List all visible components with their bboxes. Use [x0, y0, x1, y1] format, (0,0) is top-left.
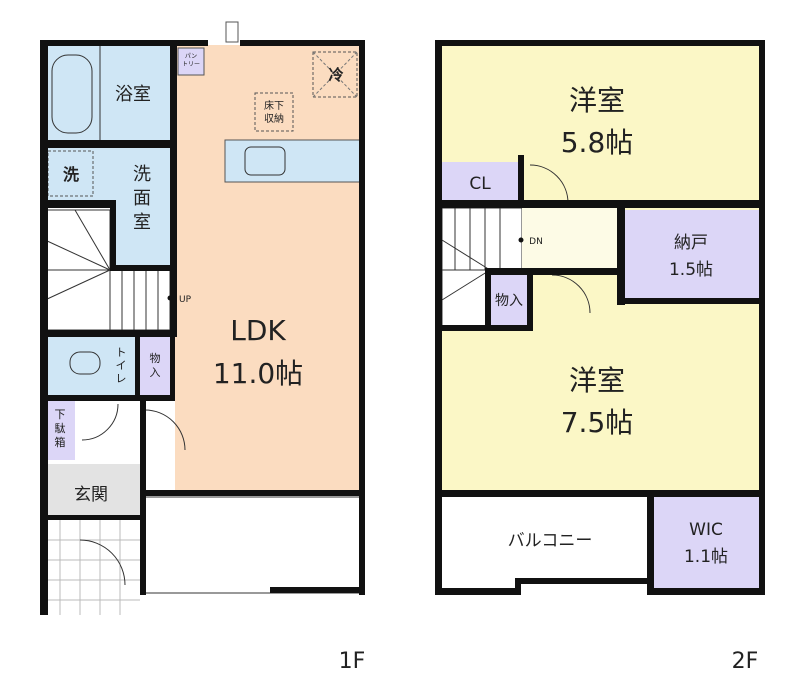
label-bath: 浴室 [115, 84, 151, 105]
underfloor-storage [254, 92, 294, 132]
walls-2f [435, 40, 765, 595]
label-shoe-cabinet-2: 駄 [55, 421, 66, 435]
floor-label-1f: 1F [339, 649, 366, 674]
label-ldk-size: 11.0帖 [213, 357, 303, 390]
label-toilet-3: レ [116, 372, 127, 385]
label-washroom: 洗 [133, 164, 151, 185]
closet [442, 162, 518, 200]
door-swing [529, 164, 569, 204]
bathtub-icon [51, 54, 93, 134]
label-shoe-cabinet: 下 [55, 408, 66, 421]
label-storage-1f-2: 入 [150, 366, 161, 379]
label-entrance: 玄関 [74, 485, 108, 505]
storage-1f [140, 337, 170, 395]
label-storeroom: 納戸 [674, 233, 708, 253]
pantry [177, 47, 205, 76]
label-washroom-2: 面 [133, 188, 151, 209]
outdoor-area [144, 496, 363, 594]
kitchen-counter [224, 139, 363, 183]
shoe-cabinet [45, 400, 75, 460]
toilet [45, 337, 135, 395]
balcony [442, 497, 647, 593]
label-pantry: パン [185, 53, 197, 60]
floor-2: 洋室 5.8帖 CL DN 納戸 1.5帖 物入 洋室 7.5帖 バルコニー W… [435, 40, 765, 674]
washroom [45, 148, 170, 203]
label-wic-size: 1.1帖 [684, 547, 728, 567]
label-western-a: 洋室 [569, 84, 625, 117]
hallway-2f [522, 208, 617, 268]
label-washroom-3: 室 [133, 212, 151, 233]
label-stairs-down: DN [529, 237, 543, 247]
label-underfloor-2: 収納 [264, 112, 284, 125]
label-closet: CL [469, 174, 491, 194]
label-toilet: ト [116, 346, 127, 359]
label-storage-1f: 物 [150, 351, 161, 365]
ldk-room [175, 45, 362, 492]
storeroom [624, 210, 760, 300]
fridge-space [312, 51, 358, 98]
sink-icon [244, 146, 286, 176]
bathroom [45, 45, 173, 140]
entrance [45, 464, 140, 515]
label-underfloor: 床下 [264, 99, 284, 112]
label-wic: WIC [689, 520, 723, 540]
label-shoe-cabinet-3: 箱 [55, 435, 66, 449]
label-storage-2f: 物入 [495, 293, 523, 309]
label-fridge: 冷 [328, 66, 343, 84]
stairs-1f [44, 209, 173, 331]
porch [45, 520, 140, 615]
label-toilet-2: イ [116, 359, 127, 372]
label-balcony: バルコニー [508, 531, 593, 551]
floor-label-2f: 2F [732, 649, 759, 674]
label-washer: 洗 [63, 165, 79, 184]
label-ldk: LDK [230, 314, 286, 347]
label-western-a-size: 5.8帖 [561, 126, 634, 159]
door-swing [81, 403, 119, 441]
walk-in-closet [654, 497, 760, 593]
label-pantry-2: トリー [182, 61, 200, 68]
storage-2f [490, 275, 528, 325]
label-storeroom-size: 1.5帖 [669, 260, 713, 280]
floor-1: 浴室 パン トリー 冷 床下 収納 洗 洗 面 室 UP LDK 11.0帖 ト… [40, 21, 366, 674]
label-stairs-up: UP [179, 295, 192, 305]
label-western-b-size: 7.5帖 [561, 406, 634, 439]
walls-1f [40, 21, 365, 615]
label-western-b: 洋室 [569, 364, 625, 397]
toilet-icon [69, 351, 101, 375]
